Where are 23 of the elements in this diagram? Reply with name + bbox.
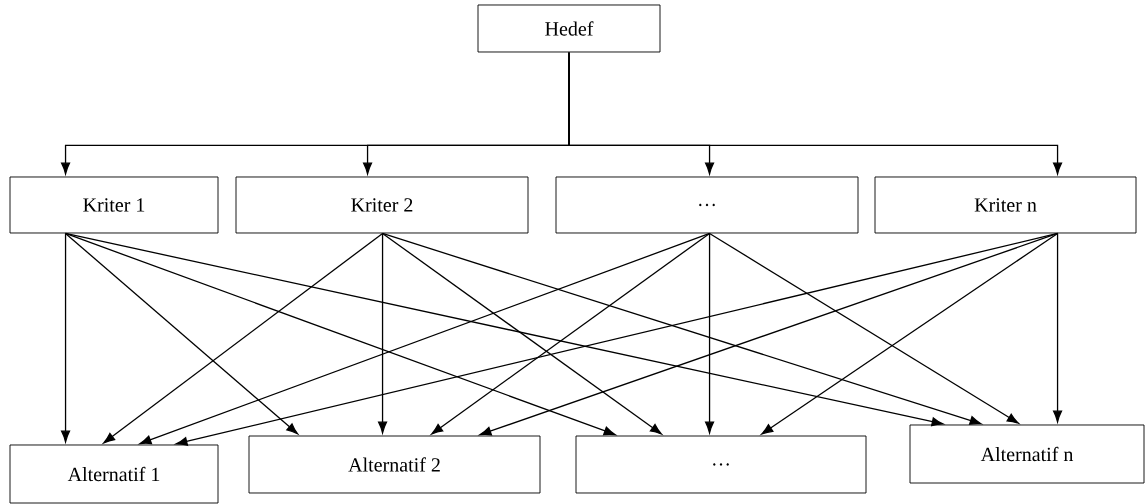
arrow: [64, 232, 299, 435]
criterion-box: Kriter n: [874, 176, 1137, 234]
arrow: [568, 51, 1063, 175]
arrow: [103, 232, 384, 444]
arrow: [1053, 232, 1063, 423]
arrow: [378, 232, 388, 434]
arrow: [761, 232, 1059, 435]
criterion-box: Kriter 2: [235, 176, 529, 234]
alternative-box: Alternatif n: [909, 424, 1145, 484]
arrow: [61, 232, 71, 443]
arrow: [381, 232, 982, 425]
arrow: [479, 232, 1059, 436]
alternative-box: …: [575, 435, 867, 494]
arrow: [705, 232, 715, 434]
criterion-box: …: [555, 176, 859, 234]
arrow: [381, 232, 662, 435]
alternative-box: Alternatif 2: [248, 435, 541, 494]
criterion-box: Kriter 1: [9, 176, 219, 234]
arrow: [708, 232, 1019, 424]
alternative-box: Alternatif 1: [9, 444, 219, 504]
arrow: [64, 232, 944, 427]
goal-box: Hedef: [477, 4, 661, 53]
arrow: [431, 232, 711, 435]
